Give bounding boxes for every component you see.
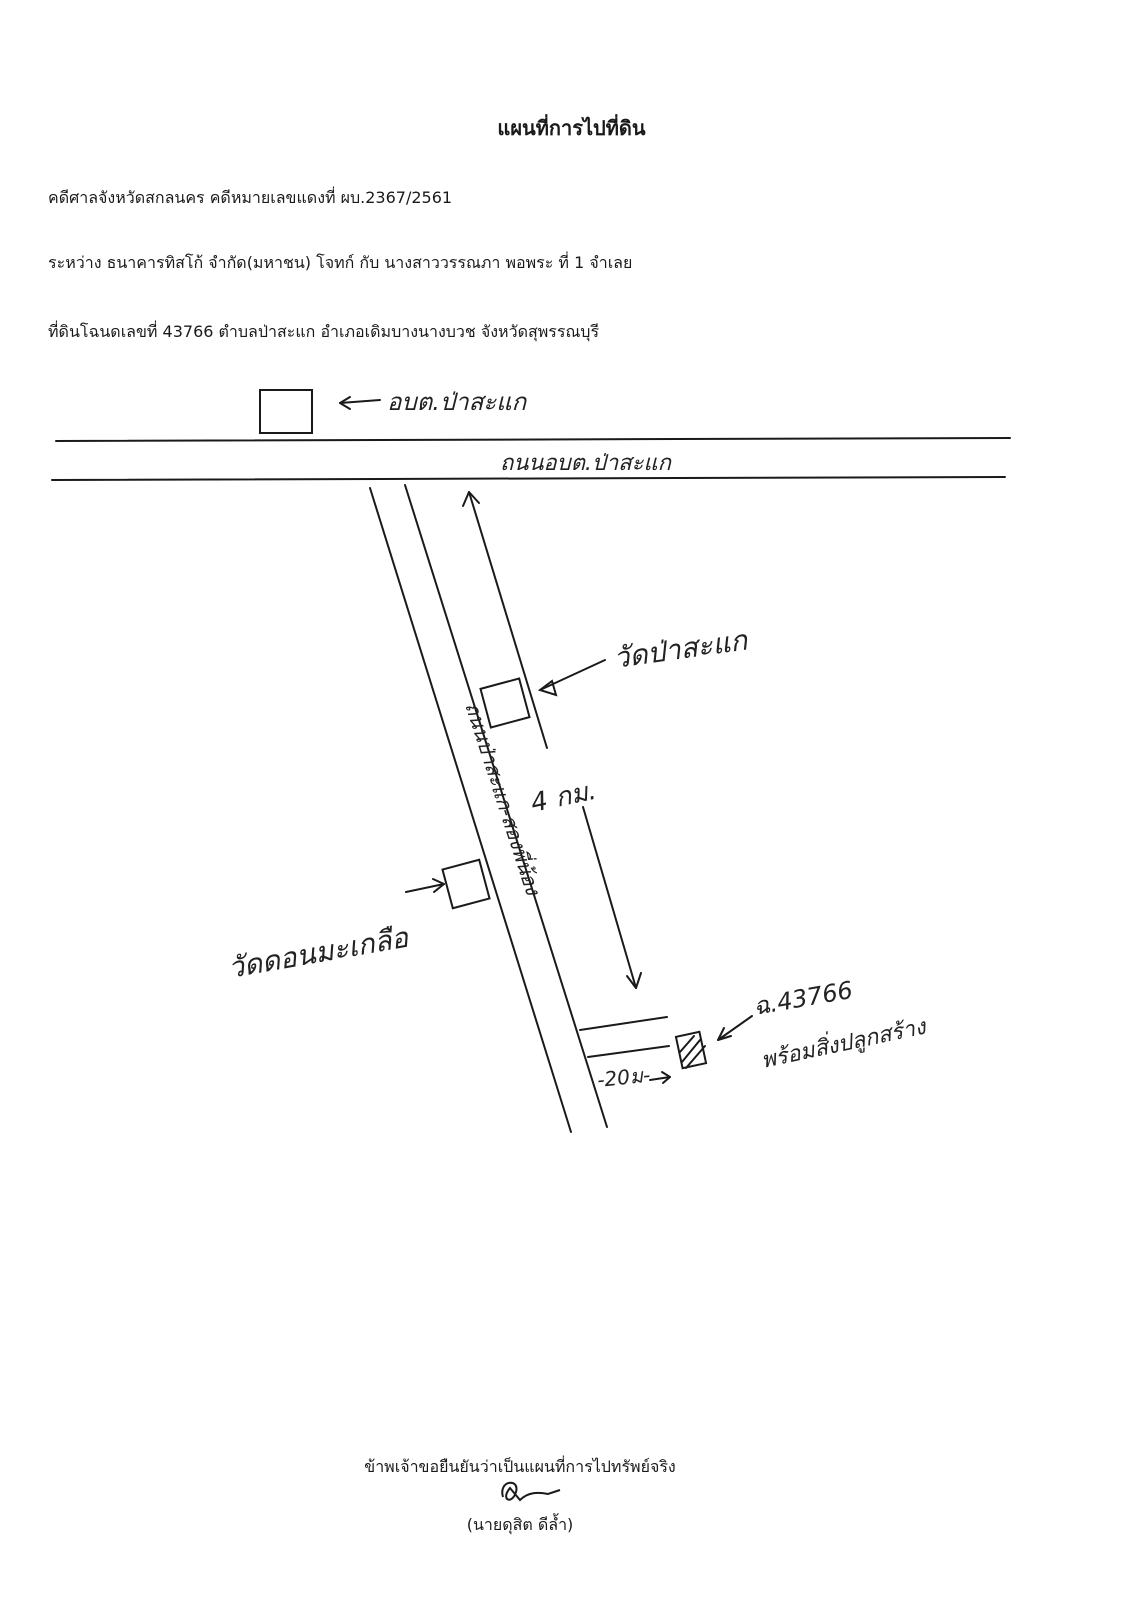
direction-arrow-up: [468, 491, 548, 749]
case-number-line: คดีศาลจังหวัดสกลนคร คดีหมายเลขแดงที่ ผบ.…: [48, 188, 453, 207]
side-road-left-edge: [369, 487, 572, 1133]
land-deed-line: ที่ดินโฉนดเลขที่ 43766 ตำบลป่าสะแก อำเภอ…: [48, 322, 600, 341]
parties-line: ระหว่าง ธนาคารทิสโก้ จำกัด(มหาชน) โจทก์ …: [48, 253, 633, 272]
temple-donmakluea-box: [441, 858, 491, 910]
label-temple-pasakae: วัดป่าสะแก: [611, 623, 751, 675]
signature-scribble: [501, 1481, 561, 1502]
label-temple-donmakluea: วัดดอนมะเกลือ: [225, 921, 411, 985]
document-title: แผนที่การไปที่ดิน: [497, 116, 646, 140]
temple-pasakae-arrow: [539, 659, 606, 691]
main-road-bottom-edge: [51, 476, 1006, 481]
temple-donmakluea-arrow: [405, 883, 445, 893]
certification-statement: ข้าพเจ้าขอยืนยันว่าเป็นแผนที่การไปทรัพย์…: [364, 1457, 676, 1476]
spur-road-top-edge: [579, 1016, 668, 1031]
label-distance-4km: 4 กม.: [528, 776, 599, 819]
label-plot-deed: ฉ.43766: [751, 976, 855, 1021]
label-main-road: ถนนอบต.ป่าสะแก: [500, 451, 673, 476]
label-plot-building: พร้อมสิ่งปลูกสร้าง: [758, 1010, 930, 1074]
signer-name: (นายดุสิต ดีล้ำ): [466, 1515, 574, 1534]
obt-arrow: [339, 399, 381, 404]
spur-road-bottom-edge: [587, 1045, 670, 1058]
label-spur-distance: -20ม-: [596, 1063, 651, 1092]
temple-pasakae-box: [479, 677, 531, 729]
land-plot-arrow: [717, 1015, 753, 1041]
label-obt-office: อบต.ป่าสะแก: [387, 388, 528, 416]
obt-office-box: [259, 389, 313, 434]
main-road-top-edge: [55, 437, 1011, 442]
side-road-right-edge: [404, 484, 608, 1128]
direction-arrow-down: [582, 806, 637, 989]
